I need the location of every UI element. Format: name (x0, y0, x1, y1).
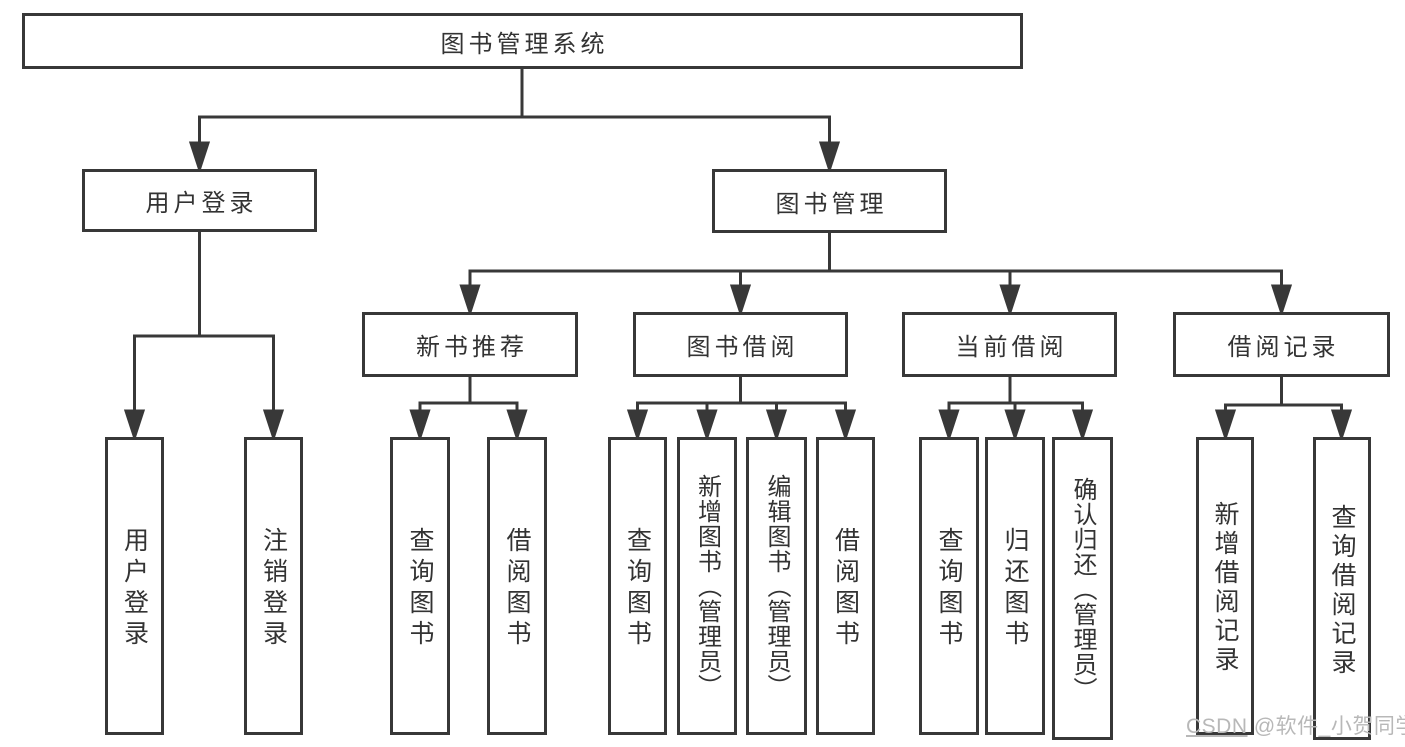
leaf-add-book-admin: 新增图书（管理员） (677, 437, 737, 735)
leaf-query-books-current: 查询图书 (919, 437, 979, 735)
leaf-borrow-books-recommend: 借阅图书 (487, 437, 547, 735)
csdn-watermark-prefix: CSDN (1186, 715, 1248, 738)
csdn-watermark-handle: @软件_小贺同学 (1247, 715, 1405, 738)
leaf-confirm-return-admin: 确认归还（管理员） (1052, 437, 1113, 740)
arrowhead-user-login (188, 141, 211, 174)
arrowhead-leaf-user-login (123, 409, 146, 442)
leaf-add-borrow-record: 新增借阅记录 (1196, 437, 1254, 735)
leaf-logout: 注销登录 (244, 437, 303, 735)
leaf-return-books: 归还图书 (985, 437, 1045, 735)
leaf-edit-book-admin: 编辑图书（管理员） (746, 437, 807, 735)
node-borrowing-records: 借阅记录 (1173, 312, 1390, 377)
arrowhead-borrowing-records (1270, 284, 1293, 317)
arrowhead-book-management (818, 141, 841, 174)
node-library-system: 图书管理系统 (22, 13, 1023, 69)
leaf-borrow-books-borrowing: 借阅图书 (816, 437, 875, 735)
node-new-book-recommendation: 新书推荐 (362, 312, 578, 377)
leaf-user-login: 用户登录 (105, 437, 164, 735)
arrowhead-book-borrowing (729, 284, 752, 317)
arrowhead-new-book-recommendation (459, 284, 481, 317)
leaf-query-books-recommend: 查询图书 (390, 437, 450, 735)
node-book-management: 图书管理 (712, 169, 947, 233)
node-book-borrowing: 图书借阅 (633, 312, 848, 377)
node-user-login: 用户登录 (82, 169, 317, 232)
arrowhead-current-borrowing (999, 284, 1021, 317)
leaf-query-borrow-record: 查询借阅记录 (1313, 437, 1371, 740)
csdn-watermark: CSDN @软件_小贺同学 (1186, 710, 1405, 740)
arrowhead-leaf-logout (262, 409, 285, 442)
leaf-query-books-borrowing: 查询图书 (608, 437, 667, 735)
node-current-borrowing: 当前借阅 (902, 312, 1117, 377)
